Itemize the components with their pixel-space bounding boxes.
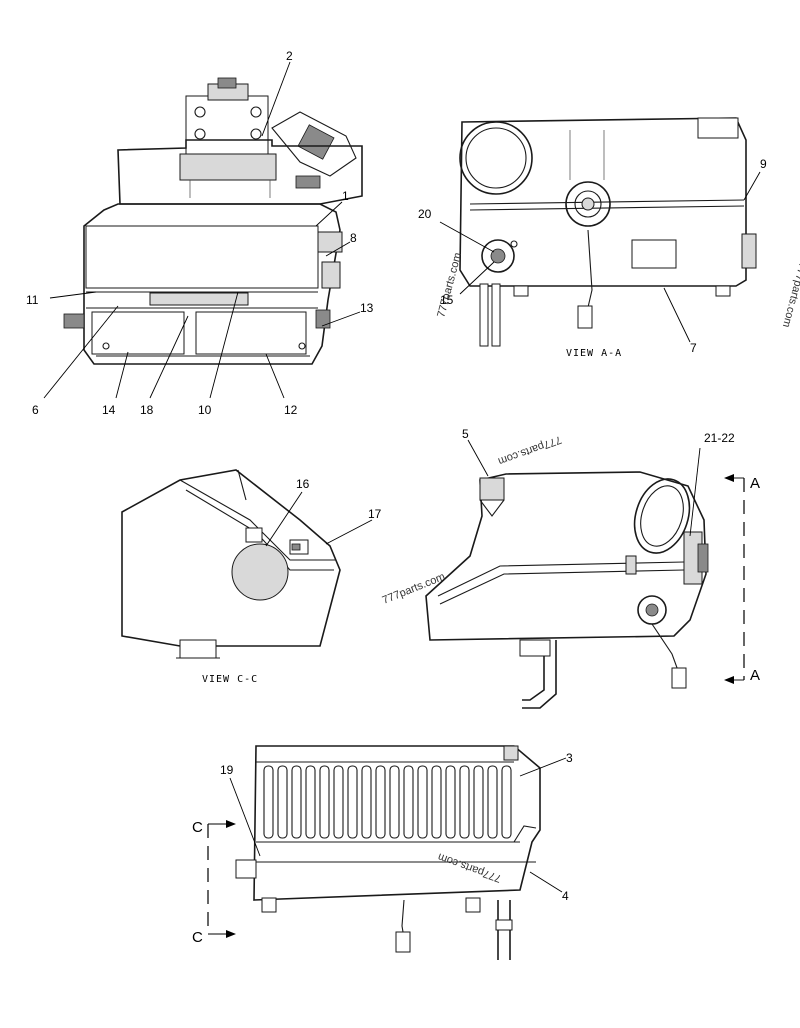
callout-4: 4 (562, 889, 569, 903)
watermark-1: 777parts.com (435, 251, 464, 318)
watermark-2: 777parts.com (780, 261, 800, 328)
callout-13: 13 (360, 301, 374, 315)
callout-12: 12 (284, 403, 298, 417)
callout-10: 10 (198, 403, 212, 417)
radiator-fin (431, 765, 442, 839)
radiator-fin (375, 765, 386, 839)
radiator-fin (305, 765, 316, 839)
radiator-fin (263, 765, 274, 839)
watermark-5: 777parts.com (436, 850, 503, 884)
radiator-fin (277, 765, 288, 839)
main-assembly-view (63, 77, 363, 365)
callout-7: 7 (690, 341, 697, 355)
radiator-fin (473, 765, 484, 839)
section-c-bottom: C (192, 929, 203, 946)
callout-21-22: 21-22 (704, 431, 735, 445)
callout-2: 2 (286, 49, 293, 63)
callout-6: 6 (32, 403, 39, 417)
callout-14: 14 (102, 403, 116, 417)
radiator-fin (459, 765, 470, 839)
lower-assembly-drawing (235, 745, 541, 960)
radiator-fin (501, 765, 512, 839)
callout-1: 1 (342, 189, 349, 203)
watermark-4: 777parts.com (381, 571, 447, 607)
section-c-top: C (192, 819, 203, 836)
radiator-fin (389, 765, 400, 839)
radiator-fin (333, 765, 344, 839)
radiator-fin (417, 765, 428, 839)
fins-group (263, 765, 512, 839)
radiator-fin (445, 765, 456, 839)
callout-3: 3 (566, 751, 573, 765)
side-view-drawing (425, 471, 709, 709)
section-a-top: A (750, 475, 760, 492)
callout-17: 17 (368, 507, 382, 521)
callout-19: 19 (220, 763, 234, 777)
callout-9: 9 (760, 157, 767, 171)
section-markers (207, 474, 745, 938)
callout-5: 5 (462, 427, 469, 441)
callout-18: 18 (140, 403, 154, 417)
callout-labels: 2 1 8 11 13 6 14 18 10 12 9 20 15 7 5 21… (26, 49, 767, 903)
radiator-fin (361, 765, 372, 839)
callout-15: 15 (440, 293, 454, 307)
radiator-fin (347, 765, 358, 839)
radiator-fin (487, 765, 498, 839)
view-cc-title: VIEW C-C (202, 674, 258, 685)
radiator-fin (319, 765, 330, 839)
callout-16: 16 (296, 477, 310, 491)
view-cc-drawing (121, 469, 341, 659)
view-aa-drawing (459, 117, 757, 347)
callout-leaders (43, 61, 761, 893)
section-a-bottom: A (750, 667, 760, 684)
radiator-fin (291, 765, 302, 839)
callout-11: 11 (26, 293, 39, 307)
view-aa-title: VIEW A-A (566, 348, 622, 359)
watermark-3: 777parts.com (496, 433, 563, 467)
radiator-fin (403, 765, 414, 839)
callout-8: 8 (350, 231, 357, 245)
callout-20: 20 (418, 207, 432, 221)
